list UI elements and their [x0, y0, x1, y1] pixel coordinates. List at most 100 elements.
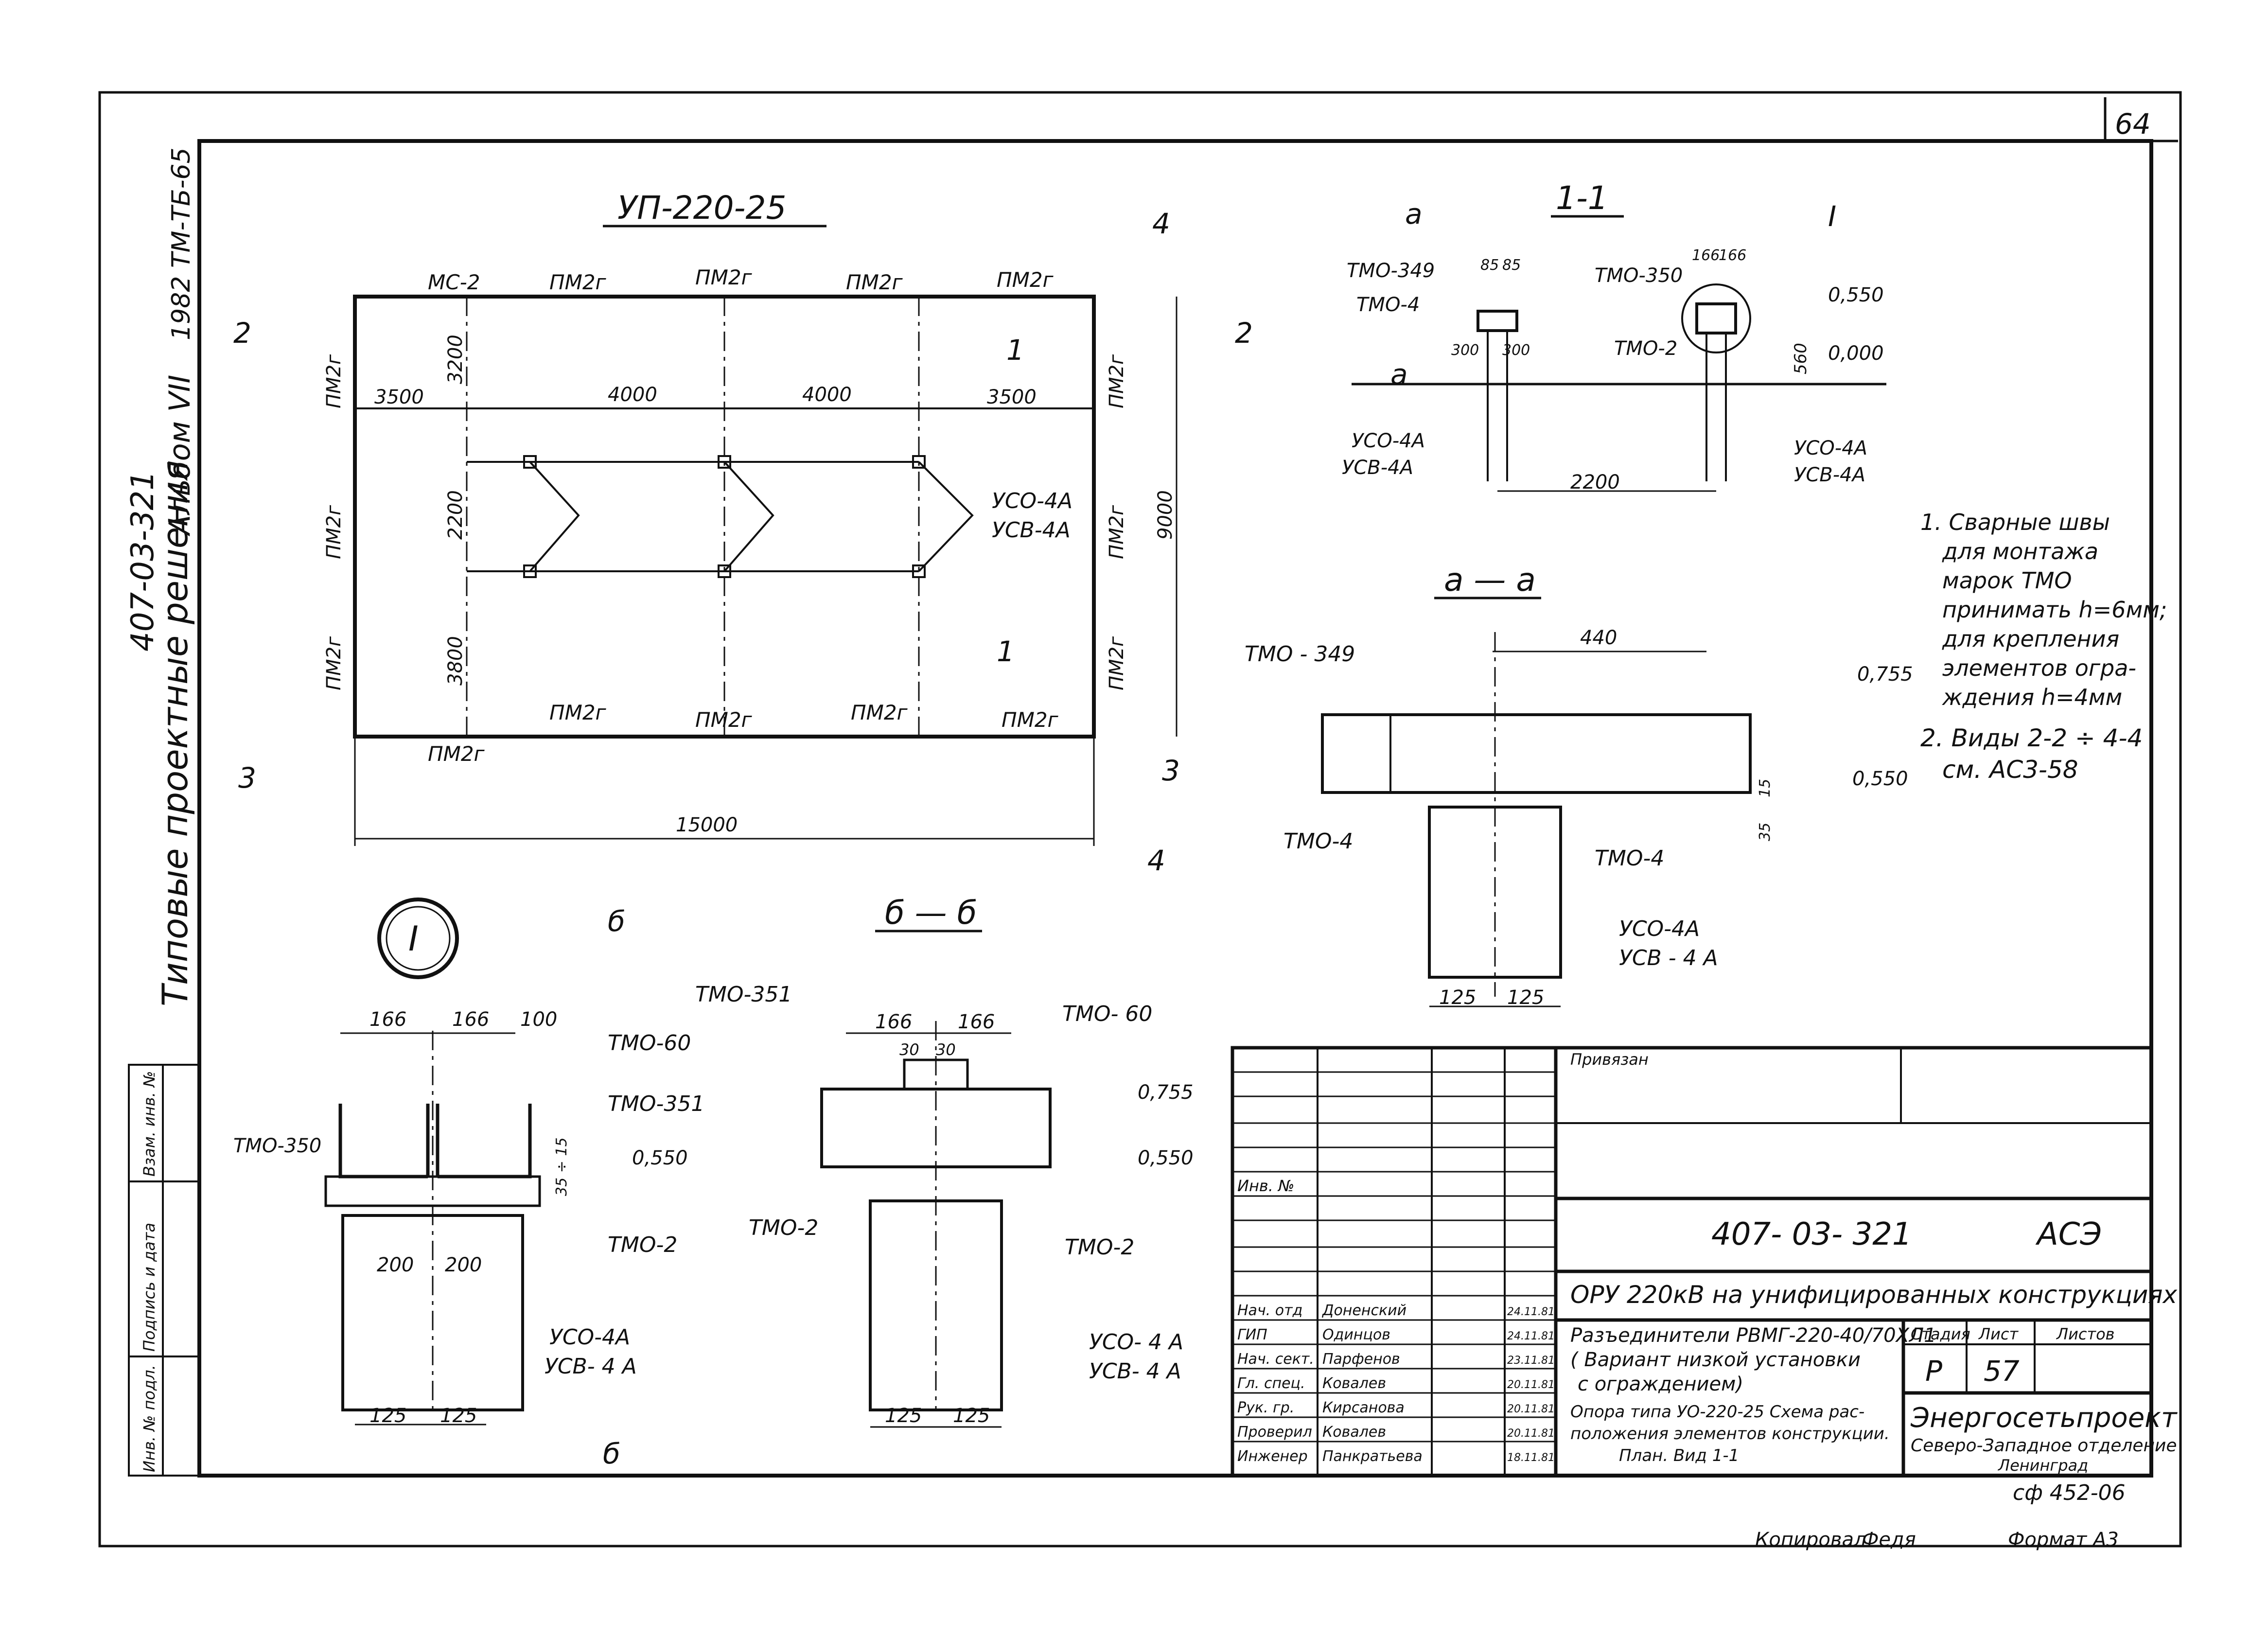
album-number: Альбом VII	[163, 375, 197, 537]
sAA-uso: УСО-4А	[1619, 916, 1700, 941]
tb-role-5: Рук. гр.	[1237, 1399, 1294, 1416]
sBB-dim-30a: 30	[899, 1040, 919, 1059]
plan-label-right2: ПМ2г	[1106, 505, 1128, 559]
plan-label-ms2: МС-2	[428, 270, 480, 294]
s11-level-0000: 0,000	[1828, 342, 1884, 365]
dI-dim-200a: 200	[377, 1254, 414, 1276]
tb-object: ОРУ 220кВ на унифицированных конструкция…	[1570, 1281, 2177, 1309]
plan-dim-3500a: 3500	[374, 386, 424, 408]
tb-org: Энергосетьпроект	[1910, 1402, 2178, 1434]
sAA-tmo4-left: ТМО-4	[1283, 829, 1353, 854]
sAA-level-0550: 0,550	[1852, 768, 1908, 790]
tb-sheet-number: 57	[1984, 1355, 2020, 1388]
sAA-tmo4-right: ТМО-4	[1595, 846, 1664, 871]
s11-tmo349: ТМО-349	[1347, 260, 1435, 282]
section-mark-2-left: 2	[233, 317, 251, 350]
plan-label-bot3: ПМ2г	[851, 701, 908, 724]
stamp-replace-inv: Взам. инв. №	[140, 1071, 158, 1177]
sAA-dim-15: 15	[1757, 779, 1774, 797]
tb-tied: Привязан	[1570, 1050, 1649, 1069]
section-mark-4-bottom: 4	[1147, 844, 1165, 877]
dI-usv: УСВ- 4 А	[545, 1354, 637, 1379]
inner-frame	[197, 139, 2153, 1478]
stamp-sign-date: Подпись и дата	[140, 1223, 158, 1352]
edition-code: 1982 ТМ-ТБ-65	[167, 147, 196, 340]
tb-sheet-title-3: План. Вид 1-1	[1619, 1446, 1739, 1465]
dI-dim-166b: 166	[452, 1008, 489, 1031]
s11-usv-right: УСВ-4А	[1794, 464, 1865, 486]
tb-name-7: Панкратьева	[1322, 1448, 1423, 1465]
detail-I-circle	[377, 898, 459, 979]
s11-dim-560: 560	[1791, 343, 1811, 374]
tb-role-4: Гл. спец.	[1237, 1375, 1305, 1392]
tb-role-2: ГИП	[1237, 1326, 1267, 1343]
dI-dim-100: 100	[520, 1008, 557, 1031]
plan-dim-2200: 2200	[444, 490, 467, 540]
tb-date-3: 23.11.81	[1507, 1355, 1555, 1367]
sAA-dim-35: 35	[1757, 823, 1774, 841]
sBB-usv: УСВ- 4 А	[1089, 1359, 1181, 1384]
sAA-usv: УСВ - 4 А	[1619, 946, 1718, 970]
plan-label-top3: ПМ2г	[846, 270, 903, 294]
tb-name-2: Одинцов	[1322, 1326, 1390, 1343]
sectionAA-title: а — а	[1444, 561, 1536, 598]
dI-mark-b-bottom: б	[603, 1437, 620, 1470]
dI-dim-200b: 200	[445, 1254, 482, 1276]
s11-detail-I: I	[1828, 200, 1836, 233]
sAA-dim-440: 440	[1580, 627, 1617, 649]
tb-subject-1: Разъединители РВМГ-220-40/70ХЛ1	[1570, 1324, 1936, 1347]
tb-sheet-title-2: положения элементов конструкции.	[1570, 1424, 1890, 1443]
tb-name-6: Ковалев	[1322, 1424, 1386, 1441]
tb-inv: Инв. №	[1237, 1177, 1294, 1195]
plan-label-bot1: ПМ2г	[549, 701, 607, 724]
tb-role-6: Проверил	[1237, 1424, 1312, 1441]
dI-tmo2: ТМО-2	[608, 1232, 677, 1257]
s11-dim-85b: 85	[1502, 257, 1521, 274]
sBB-tmo351: ТМО-351	[695, 982, 792, 1007]
section-mark-3-left: 3	[238, 761, 256, 794]
dI-tmo60: ТМО-60	[608, 1031, 691, 1056]
s11-dim-300a: 300	[1451, 342, 1479, 359]
tb-date-6: 20.11.81	[1507, 1427, 1555, 1440]
tb-mark: АСЭ	[2035, 1216, 2102, 1252]
plan-dim-9000: 9000	[1154, 490, 1177, 540]
dI-dim-125b: 125	[440, 1405, 477, 1427]
section11-title: 1-1	[1556, 179, 1608, 217]
plan-dim-4000b: 4000	[802, 384, 852, 406]
dI-dim-125a: 125	[369, 1405, 406, 1427]
tb-org-3: Ленинград	[1998, 1456, 2088, 1475]
plan-label-left1: ПМ2г	[323, 354, 345, 408]
note-line-7: ждения h=4мм	[1942, 684, 2122, 710]
stamp-inv-orig: Инв. № подл.	[140, 1365, 158, 1472]
s11-tmo350: ТМО-350	[1595, 264, 1683, 287]
note-line-4: принимать h=6мм;	[1942, 597, 2167, 623]
tb-sheet-title-1: Опора типа УО-220-25 Схема рас-	[1570, 1402, 1864, 1422]
sBB-level-0550: 0,550	[1138, 1147, 1194, 1169]
note-line-5: для крепления	[1942, 626, 2119, 652]
outer-frame	[98, 91, 2182, 1548]
tb-sheets-label: Листов	[2056, 1325, 2115, 1343]
s11-uso-left: УСО-4А	[1352, 430, 1425, 452]
section-a-a: а — а ТМО - 349 ТМО-4 ТМО-4 УСО-4А УСВ -…	[1245, 561, 1913, 1009]
plan-posts-usv: УСВ-4А	[992, 518, 1071, 543]
dI-dim-35-15: 35 ÷ 15	[553, 1137, 570, 1196]
tb-date-4: 20.11.81	[1507, 1379, 1555, 1391]
plan-label-bot5: ПМ2г	[428, 742, 485, 766]
plan-dim-3200: 3200	[444, 334, 467, 384]
sBB-dim-125a: 125	[885, 1405, 922, 1427]
sBB-tmo2-right: ТМО-2	[1065, 1235, 1134, 1260]
dI-mark-b-top: б	[608, 905, 625, 938]
s11-dim-166b: 166	[1719, 247, 1746, 264]
tb-stage-label: Стадия	[1911, 1325, 1970, 1343]
plan-label-bot2: ПМ2г	[695, 708, 753, 732]
plan-label-left3: ПМ2г	[323, 636, 345, 690]
archive-number: сф 452-06	[2013, 1480, 2126, 1505]
sBB-uso: УСО- 4 А	[1089, 1330, 1183, 1355]
sBB-dim-125b: 125	[953, 1405, 990, 1427]
detail-I: I ТМО-60 ТМО-351 ТМО-350 ТМО-2 УСО-4А УС…	[233, 898, 704, 1470]
plan-title: УП-220-25	[617, 189, 786, 227]
tb-subject-3: с ограждением)	[1578, 1373, 1743, 1395]
sectionBB-title: б — б	[885, 894, 977, 932]
s11-uso-right: УСО-4А	[1794, 437, 1867, 459]
copied-by: Копировал	[1755, 1529, 1866, 1551]
